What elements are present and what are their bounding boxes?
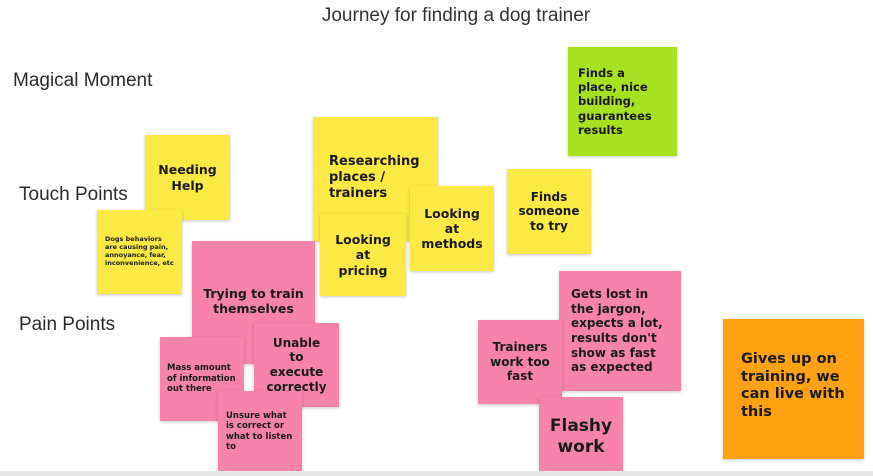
- sticky-note-text: Finds someone to try: [518, 189, 580, 233]
- sticky-note-looking-methods[interactable]: Looking at methods: [410, 186, 494, 271]
- sticky-note-text: Researching places / trainers: [329, 154, 420, 201]
- sticky-note-dog-behaviors[interactable]: Dogs behaviors are causing pain, annoyan…: [97, 210, 182, 294]
- sticky-note-text: Unsure what is correct or what to listen…: [226, 411, 293, 453]
- sticky-note-needing-help[interactable]: Needing Help: [145, 135, 230, 220]
- sticky-note-finds-someone[interactable]: Finds someone to try: [507, 169, 591, 254]
- sticky-note-text: Needing Help: [158, 162, 217, 193]
- sticky-note-text: Mass amount of information out there: [167, 363, 236, 395]
- row-label-magical-moment: Magical Moment: [13, 70, 153, 91]
- sticky-note-gives-up[interactable]: Gives up on training, we can live with t…: [723, 319, 864, 459]
- sticky-note-text: Gets lost in the jargon, expects a lot, …: [571, 287, 663, 375]
- sticky-note-text: Flashy work: [549, 415, 613, 457]
- sticky-note-text: Looking at pricing: [335, 232, 391, 278]
- sticky-note-mass-info[interactable]: Mass amount of information out there: [160, 337, 244, 421]
- sticky-note-trainers-fast[interactable]: Trainers work too fast: [478, 320, 562, 404]
- canvas-scrollbar[interactable]: [0, 471, 873, 476]
- sticky-note-text: Trying to train themselves: [203, 286, 304, 317]
- row-label-touch-points: Touch Points: [19, 184, 128, 205]
- sticky-note-gets-lost[interactable]: Gets lost in the jargon, expects a lot, …: [559, 271, 681, 391]
- board-title: Journey for finding a dog trainer: [321, 5, 591, 26]
- sticky-note-text: Gives up on training, we can live with t…: [741, 351, 845, 421]
- row-label-pain-points: Pain Points: [19, 314, 116, 335]
- sticky-note-flashy-work[interactable]: Flashy work: [539, 397, 623, 476]
- sticky-note-looking-pricing[interactable]: Looking at pricing: [320, 214, 406, 296]
- sticky-note-text: Dogs behaviors are causing pain, annoyan…: [105, 235, 174, 267]
- sticky-note-text: Looking at methods: [421, 205, 483, 252]
- sticky-note-text: Unable to execute correctly: [266, 335, 327, 394]
- sticky-note-unsure[interactable]: Unsure what is correct or what to listen…: [218, 391, 302, 474]
- sticky-note-text: Finds a place, nice building, guarantees…: [578, 66, 652, 137]
- sticky-note-text: Trainers work too fast: [490, 340, 550, 384]
- sticky-note-finds-place[interactable]: Finds a place, nice building, guarantees…: [568, 47, 677, 156]
